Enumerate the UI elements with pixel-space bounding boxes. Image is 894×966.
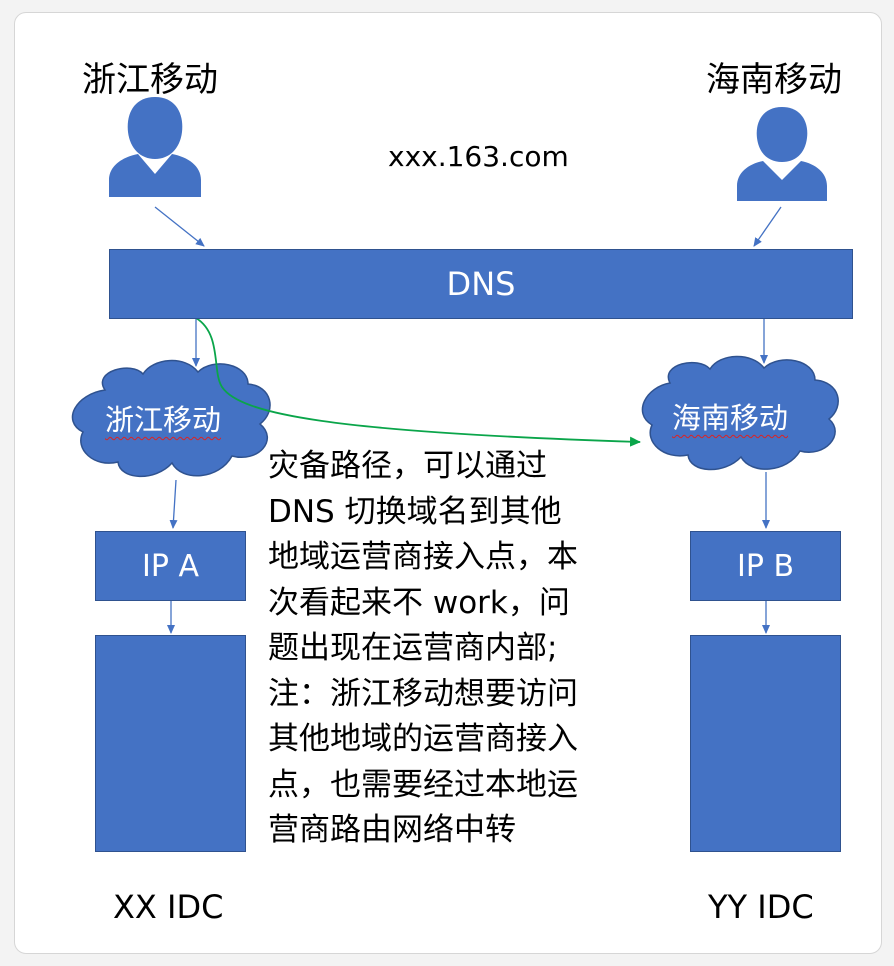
backup-path-note: 灾备路径，可以通过 DNS 切换域名到其他 地域运营商接入点，本 次看起来不 w… <box>268 448 578 848</box>
person-icon <box>737 107 827 201</box>
cloud-shape <box>71 359 271 478</box>
ip-label-left: IP A <box>142 548 199 584</box>
domain-label: xxx.163.com <box>388 140 569 173</box>
cloud-label-right: 海南移动 <box>672 401 789 435</box>
user-to-dns-arrow <box>753 206 782 247</box>
ip-box-right: IP B <box>690 531 841 601</box>
ip-label-right: IP B <box>736 548 795 584</box>
cloud-label-left: 浙江移动 <box>105 403 222 437</box>
user-label-left: 浙江移动 <box>82 60 218 100</box>
idc-box-right <box>690 635 841 852</box>
dns-label: DNS <box>446 265 516 303</box>
user-to-dns-arrow <box>154 206 205 247</box>
person-icon <box>109 97 201 197</box>
dns-box: DNS <box>109 249 853 319</box>
idc-label-right: YY IDC <box>708 888 814 926</box>
idc-box-left <box>95 635 246 852</box>
cloud-to-ip-arrow <box>169 479 178 529</box>
cloud-shape <box>641 355 839 471</box>
idc-label-left: XX IDC <box>113 888 224 926</box>
ip-box-left: IP A <box>95 531 246 601</box>
user-label-right: 海南移动 <box>706 60 842 100</box>
backup-path-arrow <box>195 317 641 447</box>
